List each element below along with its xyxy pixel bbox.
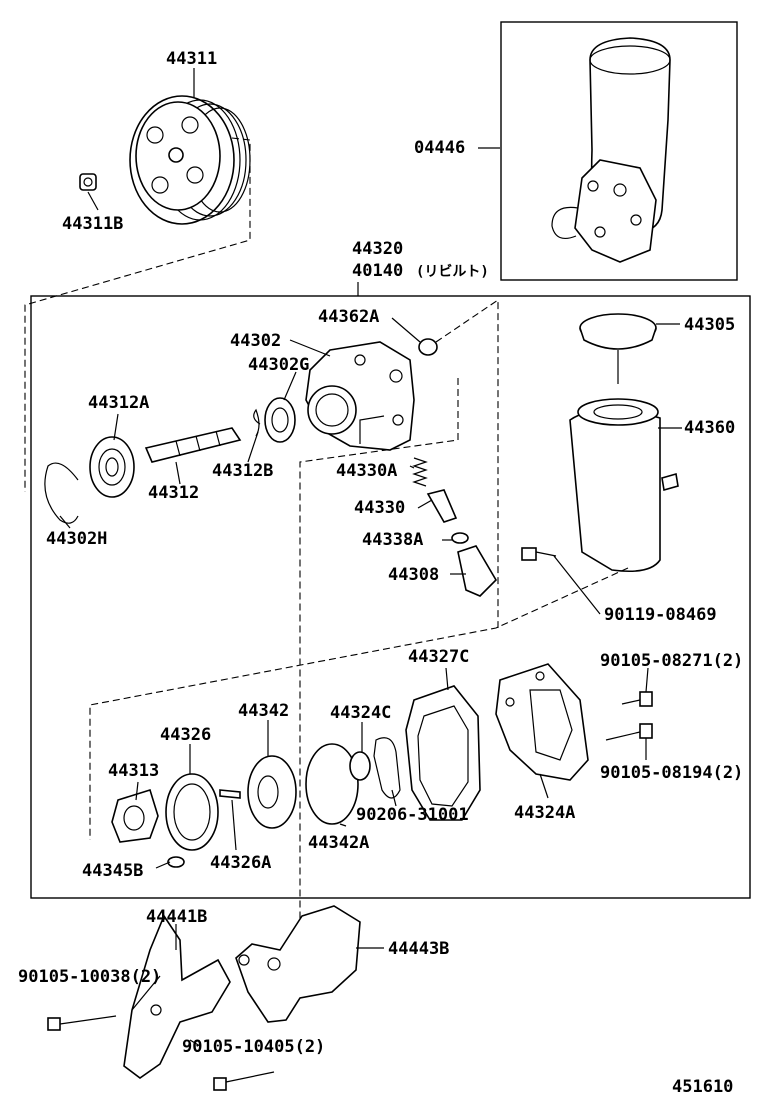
label-44342: 44342 bbox=[238, 701, 289, 721]
label-451610: 451610 bbox=[672, 1077, 733, 1097]
label-40140: 40140 bbox=[352, 261, 403, 281]
label-90105-08194: 90105-08194(2) bbox=[600, 763, 743, 783]
bolt-90105-08271 bbox=[621, 691, 653, 707]
label-90206-31001: 90206-31001 bbox=[356, 805, 469, 825]
snap-ring-44302h bbox=[44, 462, 79, 524]
label-44312b: 44312B bbox=[212, 461, 273, 481]
shaft-44312 bbox=[144, 427, 242, 463]
reservoir-44360 bbox=[569, 398, 679, 573]
union-44308 bbox=[457, 545, 498, 597]
label-44327c: 44327C bbox=[408, 647, 469, 667]
o-ring-44338a bbox=[451, 532, 469, 544]
label-44312: 44312 bbox=[148, 483, 199, 503]
pin-44345b bbox=[167, 856, 185, 868]
assembly-frame-44320 bbox=[30, 295, 751, 899]
spring-44330a bbox=[412, 457, 428, 487]
bolt-90105-08194 bbox=[605, 723, 653, 741]
o-ring-44324c bbox=[349, 751, 371, 781]
label-44313: 44313 bbox=[108, 761, 159, 781]
dash-line-pulley bbox=[24, 137, 251, 492]
dash-line-oring bbox=[435, 298, 499, 628]
part-labels: 44311 44311B 04446 44320 40140 (リビルト) 44… bbox=[18, 49, 743, 1097]
label-44441b: 44441B bbox=[146, 907, 207, 927]
label-44324c: 44324C bbox=[330, 703, 391, 723]
label-44362a: 44362A bbox=[318, 307, 379, 327]
label-44326a: 44326A bbox=[210, 853, 271, 873]
cam-ring-44326 bbox=[165, 773, 219, 851]
label-44308: 44308 bbox=[388, 565, 439, 585]
rotor-44313 bbox=[111, 788, 159, 843]
bearing-44312a bbox=[89, 436, 135, 498]
nut-44311b bbox=[79, 173, 97, 191]
valve-44330 bbox=[426, 489, 458, 523]
label-44360: 44360 bbox=[684, 418, 735, 438]
label-44320: 44320 bbox=[352, 239, 403, 259]
inset-frame-04446 bbox=[500, 21, 738, 281]
side-plate-44342 bbox=[247, 755, 297, 829]
label-44311b: 44311B bbox=[62, 214, 123, 234]
pulley-44311 bbox=[129, 95, 251, 225]
label-44326: 44326 bbox=[160, 725, 211, 745]
label-44443b: 44443B bbox=[388, 939, 449, 959]
label-44311: 44311 bbox=[166, 49, 217, 69]
label-90105-10405: 90105-10405(2) bbox=[182, 1037, 325, 1057]
pump-assembly-04446 bbox=[551, 37, 671, 263]
cover-44324a bbox=[495, 663, 589, 781]
gasket-44327c bbox=[405, 685, 481, 821]
label-44345b: 44345B bbox=[82, 861, 143, 881]
gasket-90206-31001 bbox=[373, 737, 401, 799]
bolt-90105-10038 bbox=[47, 1015, 117, 1031]
label-44302g: 44302G bbox=[248, 355, 309, 375]
o-ring-44342a bbox=[305, 743, 359, 825]
o-ring-44362a bbox=[418, 338, 438, 356]
label-44338a: 44338A bbox=[362, 530, 423, 550]
label-44330: 44330 bbox=[354, 498, 405, 518]
bracket-44443b bbox=[235, 905, 361, 1023]
label-44342a: 44342A bbox=[308, 833, 369, 853]
label-44302: 44302 bbox=[230, 331, 281, 351]
snap-ring-44312b bbox=[253, 408, 261, 437]
bearing-44302g bbox=[264, 397, 296, 443]
label-40140-note: (リビルト) bbox=[416, 264, 489, 280]
label-44330a: 44330A bbox=[336, 461, 397, 481]
bolt-90105-10405 bbox=[213, 1071, 275, 1091]
label-44312a: 44312A bbox=[88, 393, 149, 413]
bolt-90119-08469 bbox=[521, 547, 557, 561]
cap-44305 bbox=[579, 313, 657, 384]
label-90105-10038: 90105-10038(2) bbox=[18, 967, 161, 987]
label-44324a: 44324A bbox=[514, 803, 575, 823]
leader-lines bbox=[59, 68, 682, 1047]
dash-line-reservoir bbox=[89, 567, 629, 840]
label-04446: 04446 bbox=[414, 138, 465, 158]
label-90119-08469: 90119-08469 bbox=[604, 605, 717, 625]
label-44302h: 44302H bbox=[46, 529, 107, 549]
label-44305: 44305 bbox=[684, 315, 735, 335]
label-90105-08271: 90105-08271(2) bbox=[600, 651, 743, 671]
pump-body-44302 bbox=[305, 341, 415, 451]
pin-44326a bbox=[219, 789, 241, 799]
